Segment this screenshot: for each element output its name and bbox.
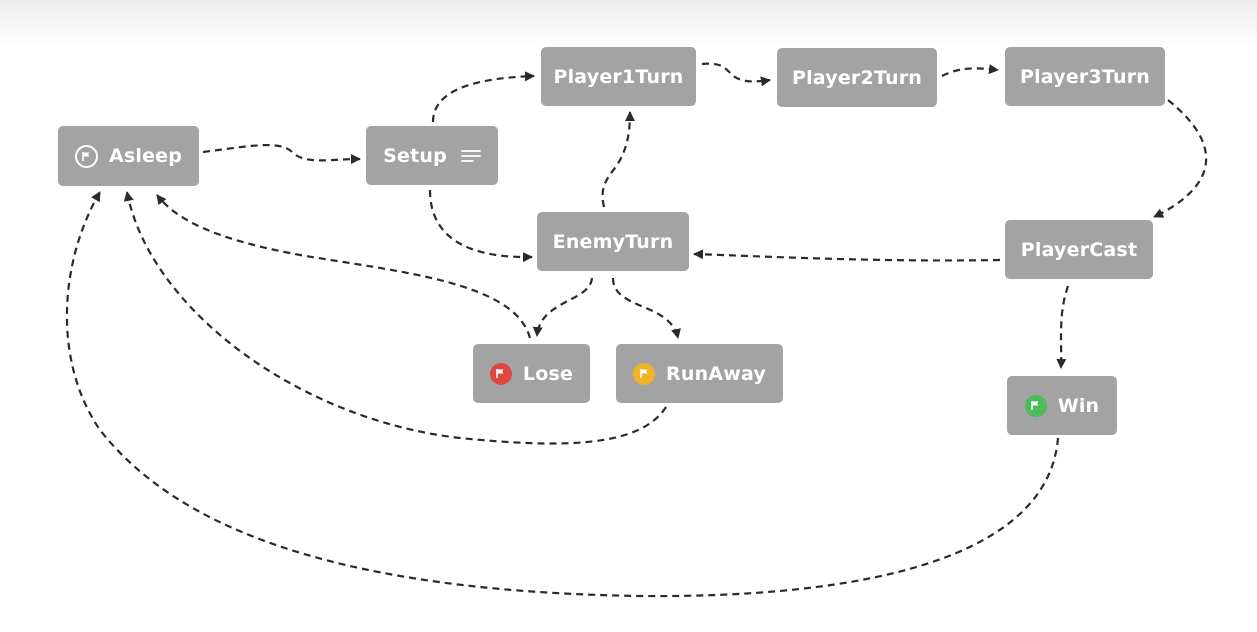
edge-win-asleep xyxy=(65,191,1060,598)
state-node-player3turn[interactable]: Player3Turn xyxy=(1005,47,1165,106)
flag-icon xyxy=(489,362,512,385)
edge-runaway-asleep xyxy=(123,191,667,445)
state-node-playercast[interactable]: PlayerCast xyxy=(1005,220,1153,279)
edge-enemyturn-lose xyxy=(532,277,594,337)
edge-player1turn-player2turn xyxy=(701,62,771,87)
state-node-player2turn[interactable]: Player2Turn xyxy=(777,48,937,107)
state-node-win[interactable]: Win xyxy=(1007,376,1117,435)
state-label: Setup xyxy=(383,144,447,167)
flag-icon xyxy=(1024,394,1047,417)
state-node-lose[interactable]: Lose xyxy=(473,344,590,403)
state-label: Win xyxy=(1057,394,1100,417)
state-label: Lose xyxy=(522,362,574,385)
state-label: Player3Turn xyxy=(1019,65,1151,88)
menu-icon xyxy=(460,149,481,163)
state-node-enemyturn[interactable]: EnemyTurn xyxy=(537,212,689,271)
edge-setup-enemyturn xyxy=(428,189,533,263)
state-label: PlayerCast xyxy=(1020,238,1138,261)
edge-enemyturn-runaway xyxy=(611,277,681,339)
flag-icon xyxy=(74,144,98,168)
edge-asleep-setup xyxy=(202,143,361,165)
edge-playercast-enemyturn xyxy=(693,249,1001,262)
state-node-asleep[interactable]: Asleep xyxy=(58,126,199,186)
state-label: EnemyTurn xyxy=(552,230,674,253)
state-label: Player1Turn xyxy=(553,65,684,88)
state-node-player1turn[interactable]: Player1Turn xyxy=(541,47,696,106)
state-node-setup[interactable]: Setup xyxy=(366,126,498,185)
state-label: Asleep xyxy=(108,145,183,167)
edge-player2turn-player3turn xyxy=(941,64,999,77)
flag-icon xyxy=(633,362,656,385)
edge-playercast-win xyxy=(1056,285,1070,369)
edge-player3turn-playercast xyxy=(1153,99,1208,218)
state-label: RunAway xyxy=(666,362,766,385)
edge-setup-player1turn xyxy=(431,71,535,123)
state-label: Player2Turn xyxy=(791,66,923,89)
state-node-runaway[interactable]: RunAway xyxy=(616,344,783,403)
edge-enemyturn-player1turn xyxy=(601,111,635,208)
edge-lose-asleep xyxy=(156,194,532,339)
